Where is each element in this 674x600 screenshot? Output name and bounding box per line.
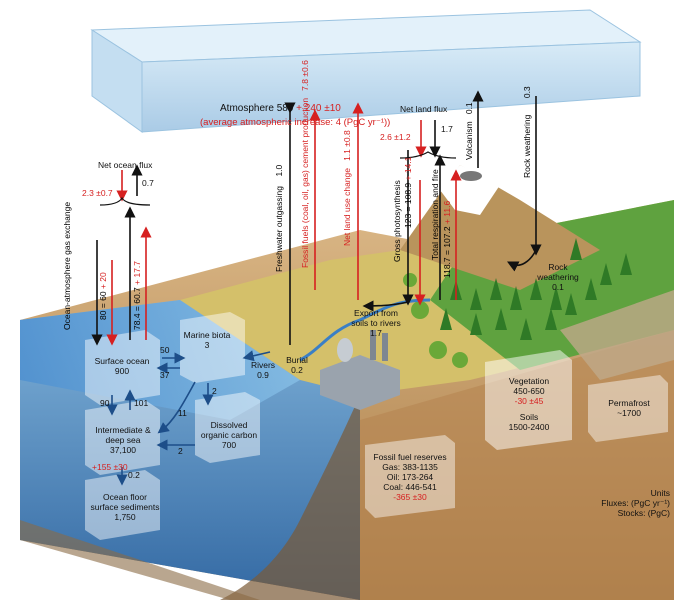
respiration-label: Total respiration and fire — [430, 169, 440, 260]
atmosphere-slab — [90, 9, 642, 133]
volcanism-flux: Volcanism 0.1 — [464, 102, 474, 160]
atmosphere-label: Atmosphere 589 + 240 ±10 — [220, 103, 341, 114]
atmosphere-increase: (average atmospheric increase: 4 (PgC yr… — [200, 117, 391, 128]
net-ocean-flux-black: 0.7 — [142, 178, 154, 188]
net-ocean-flux-label: Net ocean flux — [98, 160, 153, 170]
gross-photosynthesis-value: 123 = 108.9 + 14.1 — [403, 156, 413, 228]
freshwater-outgassing: Freshwater outgassing 1.0 — [274, 164, 284, 272]
gas-exchange-label: Ocean-atmosphere gas exchange — [62, 201, 72, 330]
gross-photosynthesis-label: Gross photosynthesis — [392, 180, 402, 262]
flux-biota-doc-a: 2 — [212, 386, 217, 396]
gas-exchange-up: 78.4 = 60.7 + 17.7 — [132, 260, 142, 330]
flux-biota-doc-b: 11 — [178, 408, 187, 418]
flux-surface-deep-up: 101 — [134, 398, 149, 408]
flux-surface-biota-a: 50 — [160, 345, 170, 355]
flux-sediment: 0.2 — [128, 470, 140, 480]
rock-weathering-flux: Rock weathering 0.3 — [522, 86, 532, 178]
respiration-value: 118.7 = 107.2 + 11.6 — [442, 200, 452, 278]
net-land-use-flux: Net land use change 1.1 ±0.8 — [342, 130, 352, 246]
permafrost: Permafrost~1700 — [608, 398, 650, 418]
net-land-flux-label: Net land flux — [400, 104, 448, 114]
deep-sea-change: +155 ±30 — [92, 462, 128, 472]
net-ocean-flux-red: 2.3 ±0.7 — [82, 188, 113, 198]
flux-biota-doc-c: 2 — [178, 446, 183, 456]
net-land-flux-red: 2.6 ±1.2 — [380, 132, 411, 142]
flux-surface-biota-b: 37 — [160, 370, 170, 380]
forest — [440, 238, 632, 340]
gas-exchange-down: 80 = 60 + 20 — [98, 272, 108, 320]
ocean — [20, 300, 360, 600]
flux-surface-deep-down: 90 — [100, 398, 110, 408]
fossil-fuels-flux: Fossil fuels (coal, oil, gas) cement pro… — [300, 60, 310, 268]
power-plant — [320, 330, 400, 410]
net-land-flux-black: 1.7 — [441, 124, 453, 134]
